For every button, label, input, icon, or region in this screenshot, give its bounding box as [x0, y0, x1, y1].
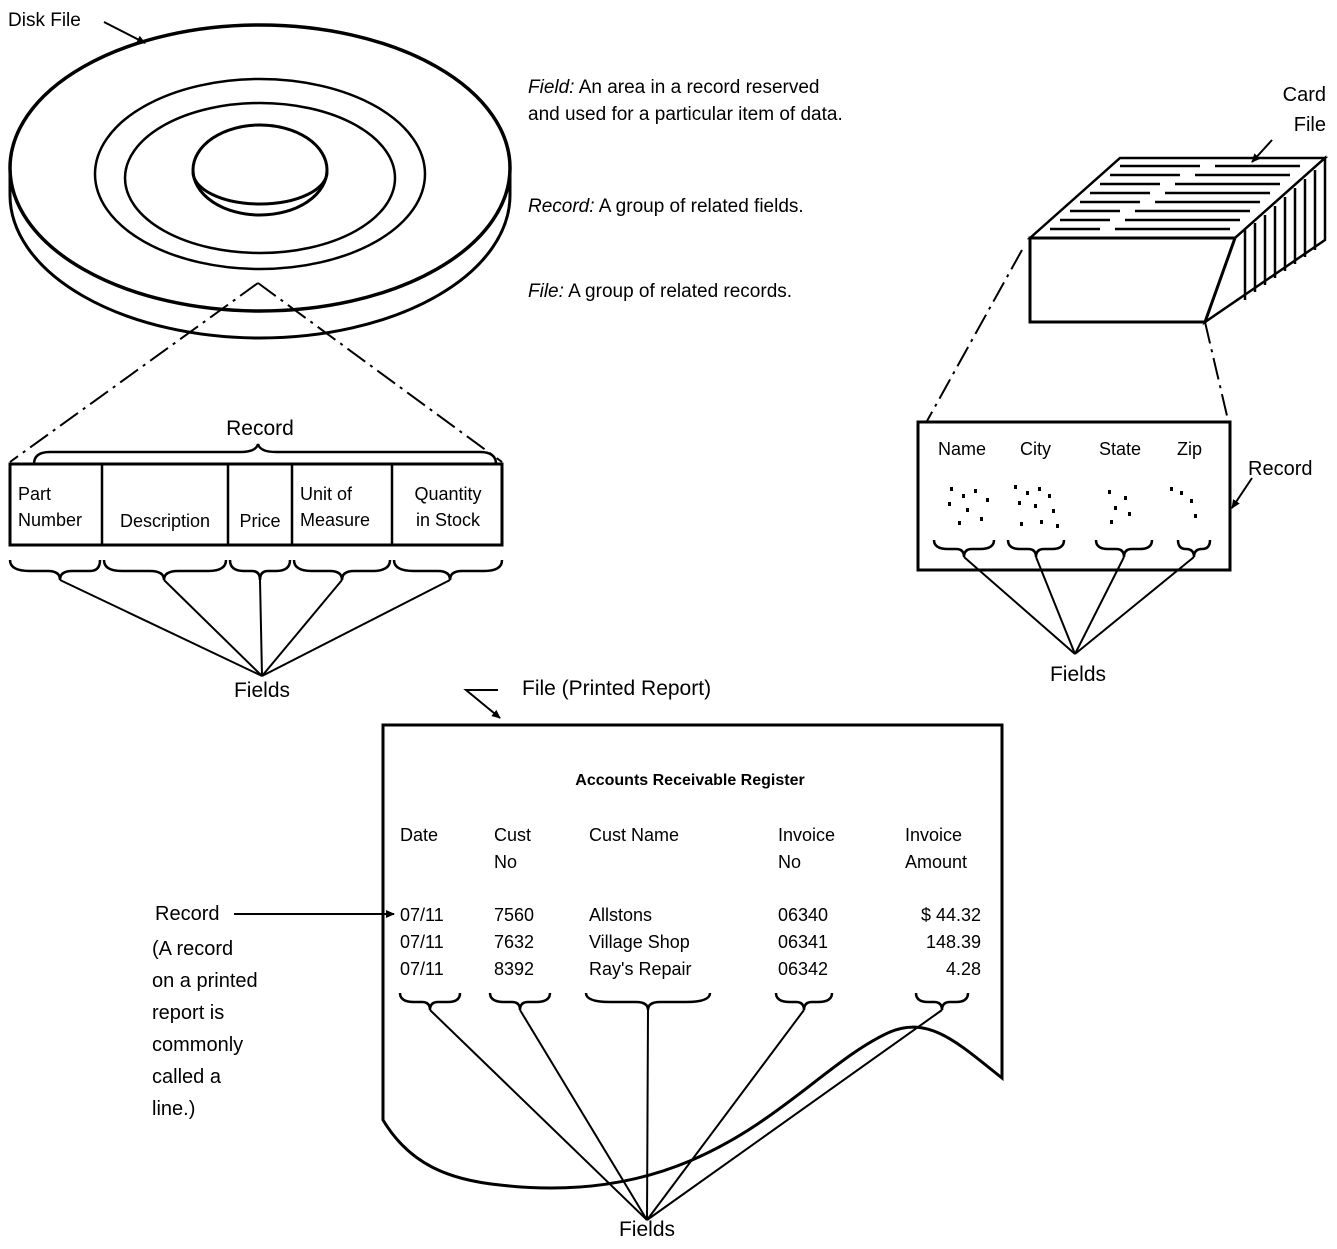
report-row-3-cust-name: Ray's Repair: [589, 956, 691, 983]
report-row-2-cust-no: 7632: [494, 929, 534, 956]
disk-file-label: Disk File: [8, 10, 81, 32]
disk-fields-label: Fields: [212, 680, 312, 702]
disk-column-description: Description: [104, 508, 226, 534]
disk-label-pointer: [104, 22, 145, 43]
report-row-2-invoice-no: 06341: [778, 929, 828, 956]
report-row-1-cust-no: 7560: [494, 902, 534, 929]
definition-field-term: Field:: [528, 77, 574, 98]
card-column-city: City: [1020, 438, 1051, 460]
disk-illustration: [10, 25, 510, 338]
report-header-cust-no: Cust No: [494, 822, 531, 876]
card-record-label: Record: [1248, 458, 1312, 480]
report-row-3-cust-no: 8392: [494, 956, 534, 983]
report-title: Accounts Receivable Register: [480, 770, 900, 792]
definition-file-term: File:: [528, 281, 564, 302]
report-file-label: File (Printed Report): [522, 678, 711, 700]
definition-field-text: An area in a record reserved and used fo…: [528, 77, 843, 125]
card-fields-label: Fields: [1028, 664, 1128, 686]
card-field-leader-lines: [964, 557, 1194, 654]
report-row-2-cust-name: Village Shop: [589, 929, 690, 956]
disk-record-label: Record: [200, 418, 320, 440]
report-row-1-invoice-no: 06340: [778, 902, 828, 929]
disk-field-leader-lines: [60, 580, 450, 676]
definition-record: Record: A group of related fields.: [528, 193, 804, 220]
report-row-3-date: 07/11: [400, 956, 444, 983]
report-row-2-invoice-amount: 148.39: [880, 929, 981, 956]
definition-field: Field: An area in a record reserved and …: [528, 74, 843, 128]
card-record-pointer: [1232, 478, 1252, 508]
card-deck-illustration: [1030, 158, 1325, 322]
card-column-zip: Zip: [1177, 438, 1202, 460]
report-label-pointer: [466, 690, 500, 718]
report-row-1-invoice-amount: $ 44.32: [880, 902, 981, 929]
report-row-2-date: 07/11: [400, 929, 444, 956]
disk-record-brace: [34, 444, 496, 464]
disk-column-quantity-in-stock: Quantity in Stock: [394, 481, 502, 533]
definition-file-text: A group of related records.: [568, 281, 792, 302]
definition-record-term: Record:: [528, 196, 595, 217]
definition-record-text: A group of related fields.: [599, 196, 804, 217]
report-record-note: (A record on a printed report is commonl…: [152, 933, 258, 1125]
report-fields-label: Fields: [597, 1219, 697, 1241]
definition-file: File: A group of related records.: [528, 278, 792, 305]
disk-column-unit-of-measure: Unit of Measure: [300, 481, 370, 533]
disk-field-braces: [10, 560, 502, 580]
report-row-1-cust-name: Allstons: [589, 902, 652, 929]
report-row-1-date: 07/11: [400, 902, 444, 929]
report-header-date: Date: [400, 822, 438, 849]
report-record-label: Record: [155, 903, 219, 925]
report-header-invoice-no: Invoice No: [778, 822, 835, 876]
card-file-label: Card File: [1266, 80, 1326, 140]
report-header-cust-name: Cust Name: [589, 822, 679, 849]
report-row-3-invoice-no: 06342: [778, 956, 828, 983]
report-row-3-invoice-amount: 4.28: [880, 956, 981, 983]
disk-column-part-number: Part Number: [18, 481, 82, 533]
report-header-invoice-amount: Invoice Amount: [905, 822, 967, 876]
disk-column-price: Price: [228, 508, 292, 534]
card-column-state: State: [1099, 438, 1141, 460]
card-column-name: Name: [938, 438, 986, 460]
